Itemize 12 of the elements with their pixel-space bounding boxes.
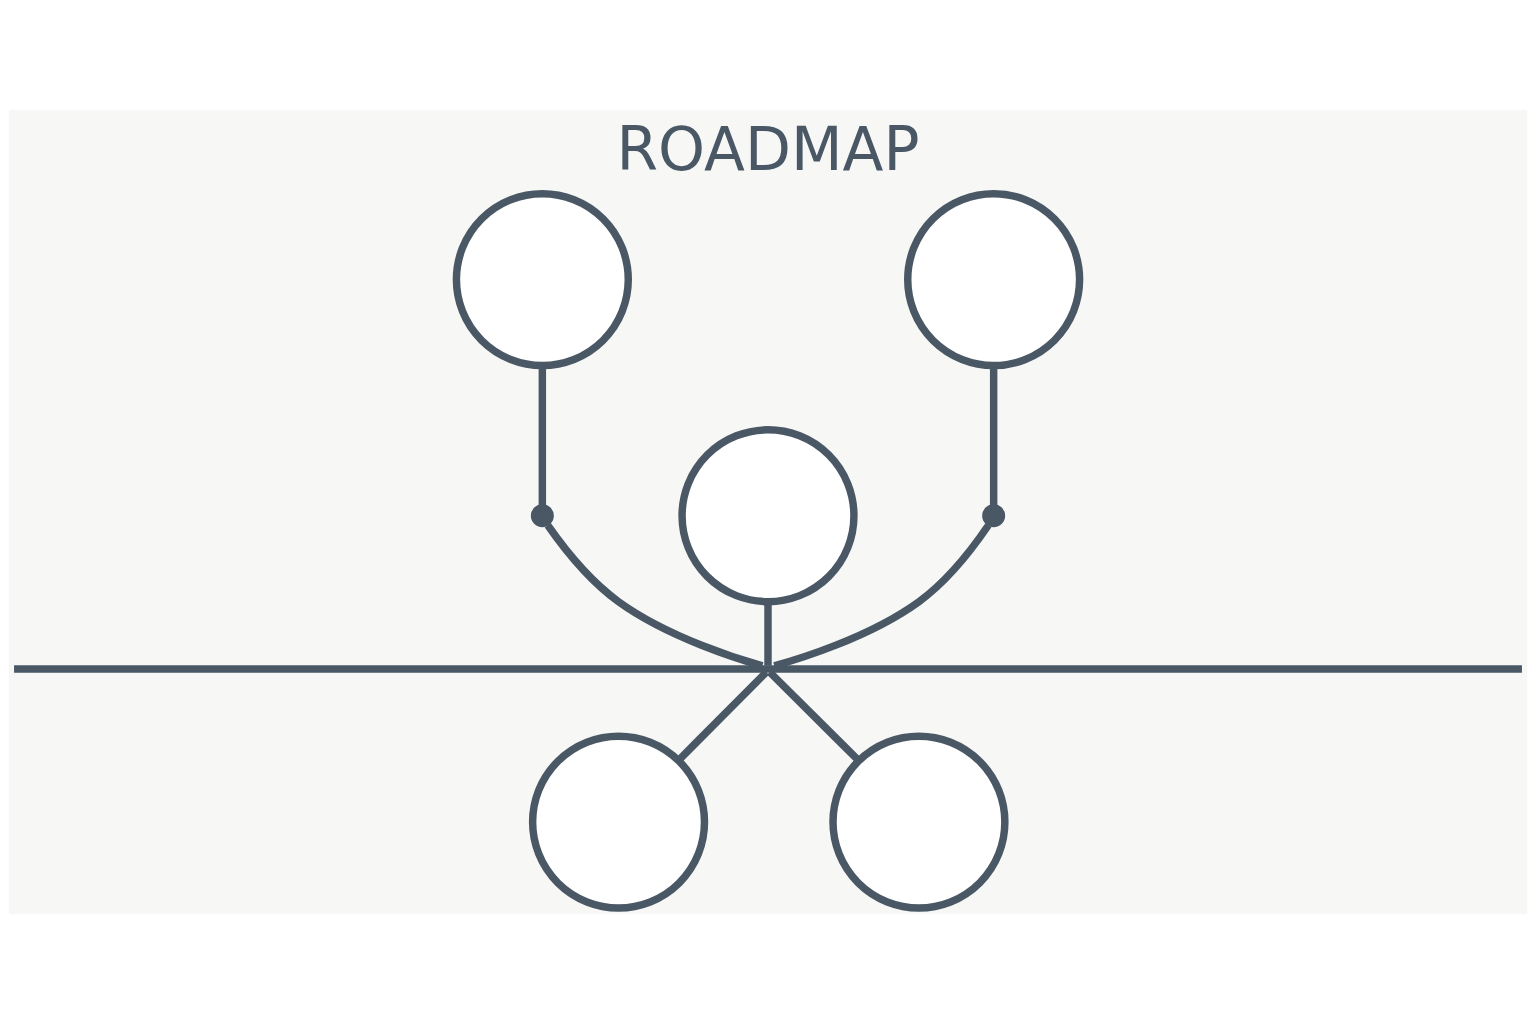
node-circle — [452, 189, 632, 370]
node-dot — [530, 504, 554, 528]
connector — [764, 602, 772, 666]
node-circle — [528, 732, 709, 912]
node-circle — [904, 189, 1084, 370]
node-line — [14, 665, 1522, 673]
connector — [767, 669, 862, 764]
node-circle — [829, 732, 1009, 912]
node-circle — [678, 426, 858, 606]
diagram-title: ROADMAP — [616, 114, 920, 184]
node-dot — [982, 504, 1006, 528]
connector — [675, 669, 769, 763]
